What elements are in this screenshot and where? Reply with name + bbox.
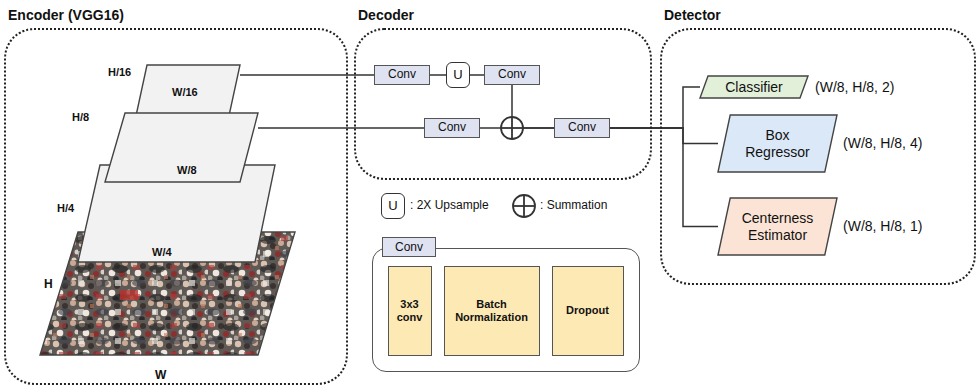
output-shape: (W/8, H/8, 2) [815,79,894,95]
block-label: Conv [568,121,596,135]
dimension-label: H/8 [72,111,89,124]
output-shape: (W/8, H/8, 1) [843,218,922,234]
dimension-label: H/4 [57,202,74,215]
feature-map-outline [105,113,258,182]
block-label: Conv [438,121,466,135]
summation-legend-symbol [513,195,535,217]
layer-box: Dropout [552,266,624,356]
centerness-head-outline [718,198,837,255]
dimension-label: W/4 [152,246,172,259]
detector-region: DetectorClassifierBox RegressorCenternes… [660,28,976,285]
legend-text: : 2X Upsample [410,199,489,213]
dimension-label: W [155,369,166,383]
summation-symbol [501,117,523,139]
layer-label: Batch Normalization [449,298,535,323]
classifier-head: Classifier [700,76,808,98]
illustration-part [511,117,513,139]
connector [610,87,700,128]
decoder-region: DecoderConvUConvConvConv [354,28,652,180]
head-label: Box Regressor [734,127,821,159]
region-title: Decoder [358,7,414,23]
layer-box: Batch Normalization [444,266,540,356]
feature-map-outline [78,165,275,262]
feature-map: H/8W/8 [105,113,258,182]
connector [430,74,446,76]
block-label: Conv [498,68,526,82]
upsample-box: U [446,62,470,88]
centerness-head: Centerness Estimator [718,198,837,255]
dimension-label: H [44,278,53,292]
connector [610,128,718,144]
head-label: Classifier [725,79,783,95]
connector [470,74,484,76]
region-title: Encoder (VGG16) [8,7,124,23]
panel-tab: Conv [382,237,436,257]
head-label: Centerness Estimator [734,210,821,242]
conv-block: Conv [374,65,430,85]
connector [610,128,718,227]
illustration-part [501,117,523,139]
block-label: U [453,68,462,83]
conv-block: Conv [484,65,540,85]
legend-entry: : Summation [540,199,607,213]
legend-entry: : 2X Upsample [410,199,489,213]
legend-text: : Summation [540,199,607,213]
layer-label: 3x3 conv [392,298,428,323]
input-image-outline [40,232,295,355]
conv-detail-panel: Conv3x3 convBatch NormalizationDropout [372,248,640,372]
classifier-head-outline [700,76,808,98]
conv-block: Conv [424,118,480,138]
layer-label: Dropout [566,304,609,317]
regressor-head-outline [718,115,837,172]
upsample-symbol: U [381,193,405,219]
dimension-label: W/16 [172,86,198,99]
block-label: U [388,199,397,214]
connector [480,127,554,129]
block-label: Conv [388,68,416,82]
connector [258,127,424,129]
output-shape: (W/8, H/8, 4) [843,135,922,151]
illustration-part [120,290,138,300]
dimension-label: W/8 [177,164,197,177]
illustration-part [523,195,525,217]
dimension-label: H/16 [108,66,131,79]
conv-block: Conv [554,118,610,138]
layer-box: 3x3 conv [388,266,432,356]
regressor-head: Box Regressor [718,115,837,172]
region-title: Detector [664,7,721,23]
encoder-region: Encoder (VGG16)H/16W/16H/8W/8H/4W/4HW [4,28,348,385]
illustration-part [513,195,535,217]
